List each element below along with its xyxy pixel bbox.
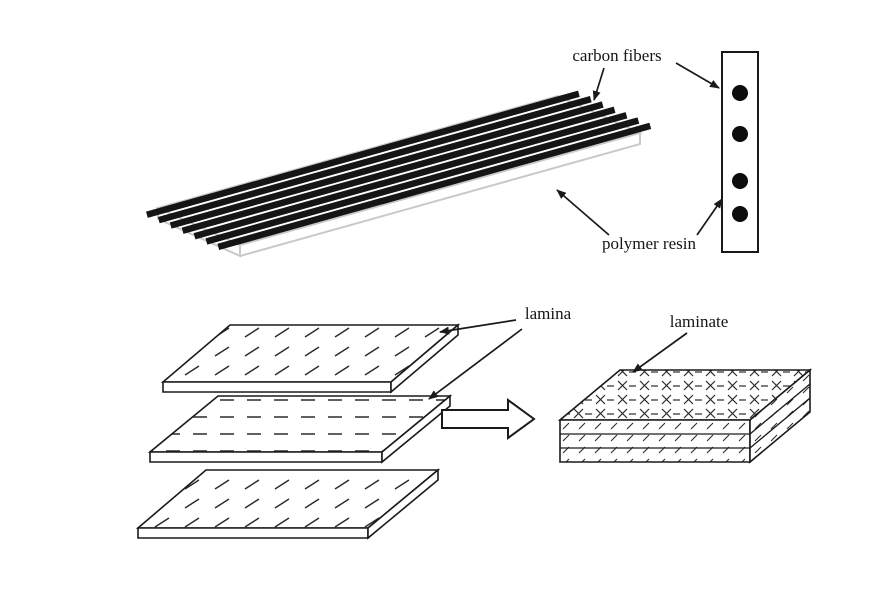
lamina-top-face: [135, 469, 441, 529]
lamina-arrow-to-middle-sheet: [428, 328, 523, 400]
carbon-fibers-arrow-to-slab: [592, 67, 605, 101]
fiber-cross-section-dots: [732, 85, 748, 222]
lamina-arrow-to-top-sheet: [439, 319, 517, 335]
laminate-front-face: [559, 419, 751, 463]
polymer-resin-arrow-to-cross-section: [696, 198, 723, 236]
lamina-side-face: [390, 323, 459, 394]
slab-front-face: [239, 133, 641, 257]
polymer-resin-arrow-to-slab: [556, 189, 610, 236]
carbon-fiber-rod: [181, 106, 616, 234]
lamina-sheet-middle: [147, 394, 453, 464]
laminate-assembly-section: lamina laminate: [135, 304, 813, 540]
carbon-fiber-rod: [205, 117, 640, 245]
lamina-front-face: [137, 527, 369, 539]
lamina-front-face: [149, 451, 383, 463]
laminate-block: [557, 368, 813, 464]
lamina-front-face: [162, 381, 392, 393]
laminate-arrow: [632, 332, 688, 373]
polymer-resin-label: polymer resin: [602, 234, 696, 253]
lamina-sheet-top: [160, 323, 461, 394]
lamina-sheet-bottom: [135, 468, 441, 540]
lamina-fiber-section: carbon fibers polymer resin: [146, 46, 759, 258]
lamina-side-face: [381, 394, 451, 464]
carbon-fiber-rod: [169, 101, 604, 229]
laminate-label: laminate: [670, 312, 729, 331]
laminate-layer-line: [749, 397, 811, 449]
carbon-fiber-rod: [193, 112, 628, 240]
fiber-dot: [732, 206, 748, 222]
fiber-dot: [732, 173, 748, 189]
carbon-fiber-rod: [146, 90, 580, 218]
carbon-fiber-rods: [146, 90, 652, 251]
carbon-fibers-label: carbon fibers: [572, 46, 661, 65]
laminate-layer-line: [749, 383, 811, 435]
fiber-cross-section: [721, 51, 759, 253]
carbon-fiber-rod: [157, 95, 592, 224]
carbon-fibers-arrow-to-cross-section: [675, 62, 720, 89]
lamina-side-face: [367, 468, 439, 540]
carbon-fiber-rod: [217, 122, 652, 251]
fiber-dot: [732, 85, 748, 101]
lamina-label: lamina: [525, 304, 572, 323]
assembly-block-arrow: [441, 398, 536, 440]
fiber-dot: [732, 126, 748, 142]
